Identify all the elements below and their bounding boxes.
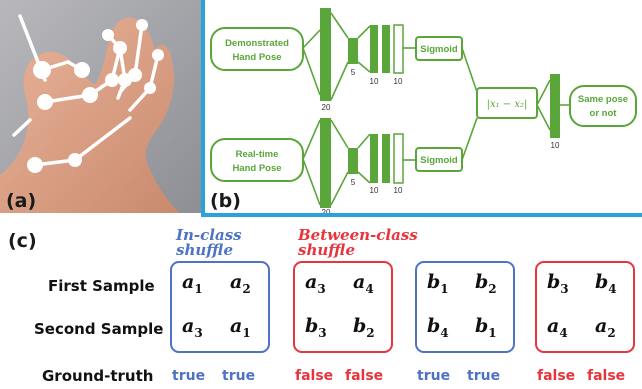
output-line2: or not bbox=[590, 108, 618, 119]
second-sample-symbol: a3 bbox=[182, 315, 203, 340]
second-sample-symbol: b4 bbox=[427, 315, 449, 340]
layer-size-1-bottom: 20 bbox=[322, 208, 331, 213]
ground-truth-value: false bbox=[295, 368, 334, 384]
layer-size-4-top: 10 bbox=[394, 77, 403, 86]
network-edges bbox=[302, 12, 570, 206]
ground-truth-value: true bbox=[417, 368, 451, 384]
diff-box bbox=[476, 87, 538, 119]
panel-b-label: (b) bbox=[210, 190, 241, 212]
group-box-4 bbox=[535, 261, 635, 353]
in-class-shuffle-label: In-class shuffle bbox=[176, 226, 242, 259]
network-diagram: Demonstrated Hand Pose Real-time Hand Po… bbox=[210, 8, 637, 213]
joint-markers bbox=[27, 19, 164, 173]
layer-size-3-bottom: 10 bbox=[370, 186, 379, 195]
input-top-line1: Demonstrated bbox=[225, 38, 289, 49]
hand-photo bbox=[0, 0, 201, 213]
diff-text: |x₁ − x₂| bbox=[487, 99, 528, 110]
ground-truth-value: true bbox=[467, 368, 501, 384]
second-sample-symbol: b1 bbox=[475, 315, 497, 340]
layer-size-1-top: 20 bbox=[322, 103, 331, 112]
second-sample-symbol: a4 bbox=[547, 315, 568, 340]
second-sample-label: Second Sample bbox=[34, 320, 164, 338]
first-sample-symbol: a1 bbox=[182, 271, 203, 296]
group-box-3 bbox=[415, 261, 515, 353]
ground-truth-label: Ground-truth bbox=[42, 367, 154, 385]
second-sample-symbol: b3 bbox=[305, 315, 327, 340]
input-box-bottom bbox=[210, 138, 304, 182]
ground-truth-value: false bbox=[537, 368, 576, 384]
first-sample-symbol: b1 bbox=[427, 271, 449, 296]
second-sample-symbol: a1 bbox=[230, 315, 251, 340]
first-sample-label: First Sample bbox=[48, 277, 155, 295]
panel-c-label: (c) bbox=[8, 230, 37, 252]
layer-size-3-top: 10 bbox=[370, 77, 379, 86]
layer-size-4-bottom: 10 bbox=[394, 186, 403, 195]
ground-truth-value: true bbox=[172, 368, 206, 384]
between-class-shuffle-label: Between-class shuffle bbox=[298, 226, 418, 259]
first-sample-symbol: b2 bbox=[475, 271, 497, 296]
layer-size-2-bottom: 5 bbox=[351, 178, 356, 187]
second-sample-symbol: b2 bbox=[353, 315, 375, 340]
panel-a-label: (a) bbox=[6, 190, 37, 212]
sigmoid-bottom-text: Sigmoid bbox=[420, 155, 458, 166]
ground-truth-value: false bbox=[345, 368, 384, 384]
input-bottom-line1: Real-time bbox=[236, 149, 279, 160]
layers bbox=[320, 8, 560, 208]
sigmoid-box-bottom bbox=[415, 147, 463, 172]
first-sample-symbol: a3 bbox=[305, 271, 326, 296]
second-sample-symbol: a2 bbox=[595, 315, 616, 340]
input-box-top bbox=[210, 27, 304, 71]
first-sample-symbol: a2 bbox=[230, 271, 251, 296]
ground-truth-value: true bbox=[222, 368, 256, 384]
output-line1: Same pose bbox=[578, 94, 628, 105]
sigmoid-box-top bbox=[415, 36, 463, 61]
final-layer-size: 10 bbox=[551, 141, 560, 150]
group-box-1 bbox=[170, 261, 270, 353]
ground-truth-value: false bbox=[587, 368, 626, 384]
first-sample-symbol: a4 bbox=[353, 271, 374, 296]
layer-size-2-top: 5 bbox=[351, 68, 356, 77]
group-box-2 bbox=[293, 261, 393, 353]
first-sample-symbol: b4 bbox=[595, 271, 617, 296]
input-bottom-line2: Hand Pose bbox=[232, 163, 281, 174]
sigmoid-top-text: Sigmoid bbox=[420, 44, 458, 55]
output-box bbox=[569, 85, 637, 127]
horizontal-divider bbox=[201, 213, 642, 217]
vertical-divider bbox=[201, 0, 205, 213]
first-sample-symbol: b3 bbox=[547, 271, 569, 296]
input-top-line2: Hand Pose bbox=[232, 52, 281, 63]
